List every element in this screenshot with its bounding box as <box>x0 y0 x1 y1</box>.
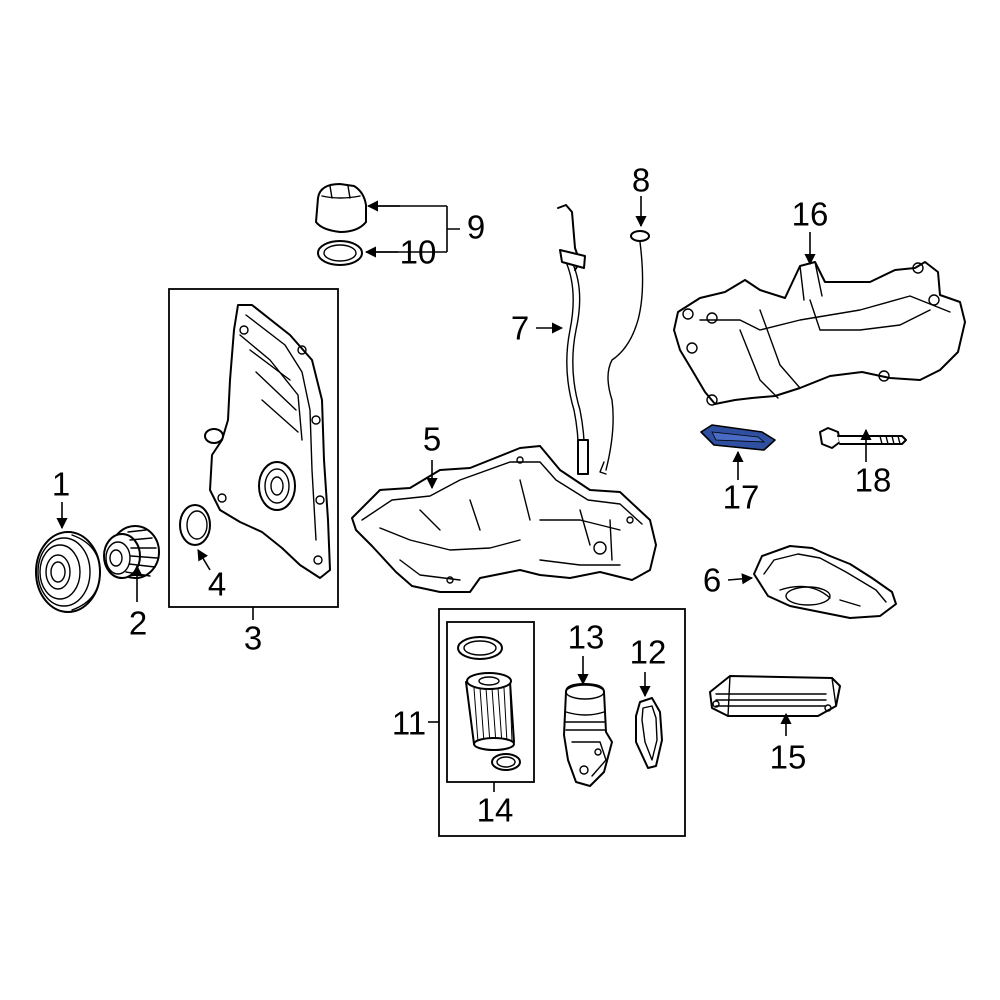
leader-lines <box>56 196 872 792</box>
oil-cooler-housing[interactable] <box>673 261 966 406</box>
callout-9[interactable]: 9 <box>467 209 485 246</box>
callout-14[interactable]: 14 <box>477 792 514 829</box>
callout-13[interactable]: 13 <box>568 619 605 656</box>
callout-1[interactable]: 1 <box>52 466 70 503</box>
callout-10[interactable]: 10 <box>400 234 437 271</box>
oil-cooler[interactable] <box>709 675 841 717</box>
callout-5[interactable]: 5 <box>423 421 441 458</box>
callout-11[interactable]: 11 <box>392 705 426 742</box>
callout-2[interactable]: 2 <box>129 605 147 642</box>
callout-6[interactable]: 6 <box>703 562 721 599</box>
housing-bolt[interactable] <box>819 427 907 449</box>
callout-8[interactable]: 8 <box>632 162 650 199</box>
callout-17[interactable]: 17 <box>723 479 760 516</box>
dipstick-tube[interactable] <box>557 204 589 475</box>
callout-16[interactable]: 16 <box>792 196 829 233</box>
callout-numbers: 1 2 3 4 5 6 7 8 9 10 11 12 13 14 15 16 1… <box>52 162 892 829</box>
callout-12[interactable]: 12 <box>630 634 667 671</box>
callout-15[interactable]: 15 <box>770 739 807 776</box>
callout-7[interactable]: 7 <box>511 310 529 347</box>
filler-cap-seal[interactable] <box>317 240 363 266</box>
front-seal[interactable] <box>179 504 211 546</box>
crankshaft-pulley[interactable] <box>35 531 101 613</box>
callout-3[interactable]: 3 <box>244 620 262 657</box>
timing-cover[interactable] <box>204 304 331 579</box>
filter-housing-gasket[interactable] <box>635 697 663 769</box>
callout-18[interactable]: 18 <box>855 462 892 499</box>
oil-baffle[interactable] <box>753 545 897 619</box>
pulley-hub[interactable] <box>103 525 160 579</box>
oil-filler-cap[interactable] <box>315 183 367 233</box>
oil-filter-housing[interactable] <box>563 683 613 787</box>
filter-kit-box <box>446 621 535 783</box>
oil-filter-element[interactable] <box>457 636 521 771</box>
dipstick[interactable] <box>599 230 650 475</box>
housing-gasket[interactable] <box>700 424 776 451</box>
callout-4[interactable]: 4 <box>208 566 226 603</box>
oil-pan[interactable] <box>351 445 657 593</box>
